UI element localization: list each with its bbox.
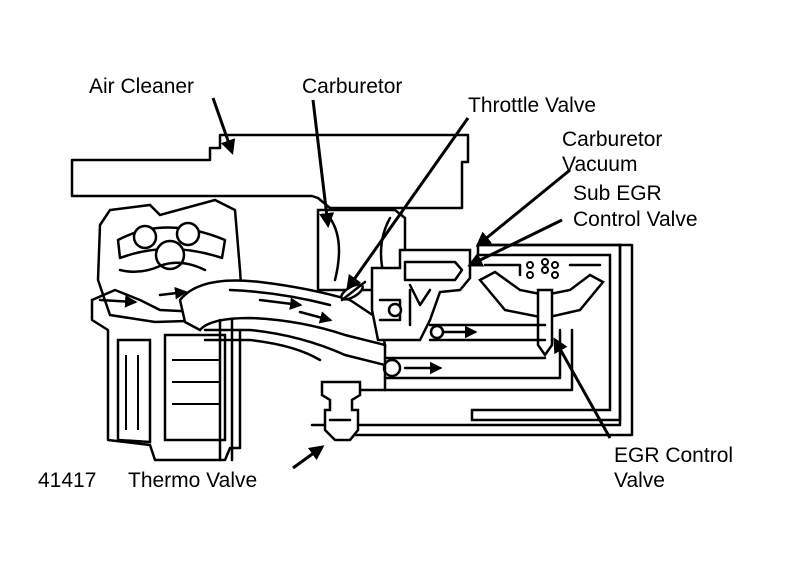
egr-control-valve xyxy=(470,243,622,422)
label-carburetor-vacuum-line2: Vacuum xyxy=(562,153,637,176)
label-thermo-valve: Thermo Valve xyxy=(128,469,257,492)
label-egr-control-line2: Valve xyxy=(614,469,665,492)
label-pointers xyxy=(211,97,612,470)
egr-pipes xyxy=(343,243,634,437)
engine-block xyxy=(90,198,244,462)
label-carburetor-vacuum-line1: Carburetor xyxy=(562,128,662,151)
label-air-cleaner: Air Cleaner xyxy=(89,75,194,98)
label-carburetor: Carburetor xyxy=(302,75,402,98)
air-cleaner-housing xyxy=(70,133,470,210)
intake-manifold xyxy=(178,279,387,462)
label-egr-control-line1: EGR Control xyxy=(614,444,733,467)
thermo-valve xyxy=(310,380,362,442)
label-throttle-valve: Throttle Valve xyxy=(468,94,596,117)
figure-number: 41417 xyxy=(38,469,96,492)
label-sub-egr-line1: Sub EGR xyxy=(573,182,662,205)
label-sub-egr-line2: Control Valve xyxy=(573,208,698,231)
vacuum-control-assembly xyxy=(370,248,472,342)
